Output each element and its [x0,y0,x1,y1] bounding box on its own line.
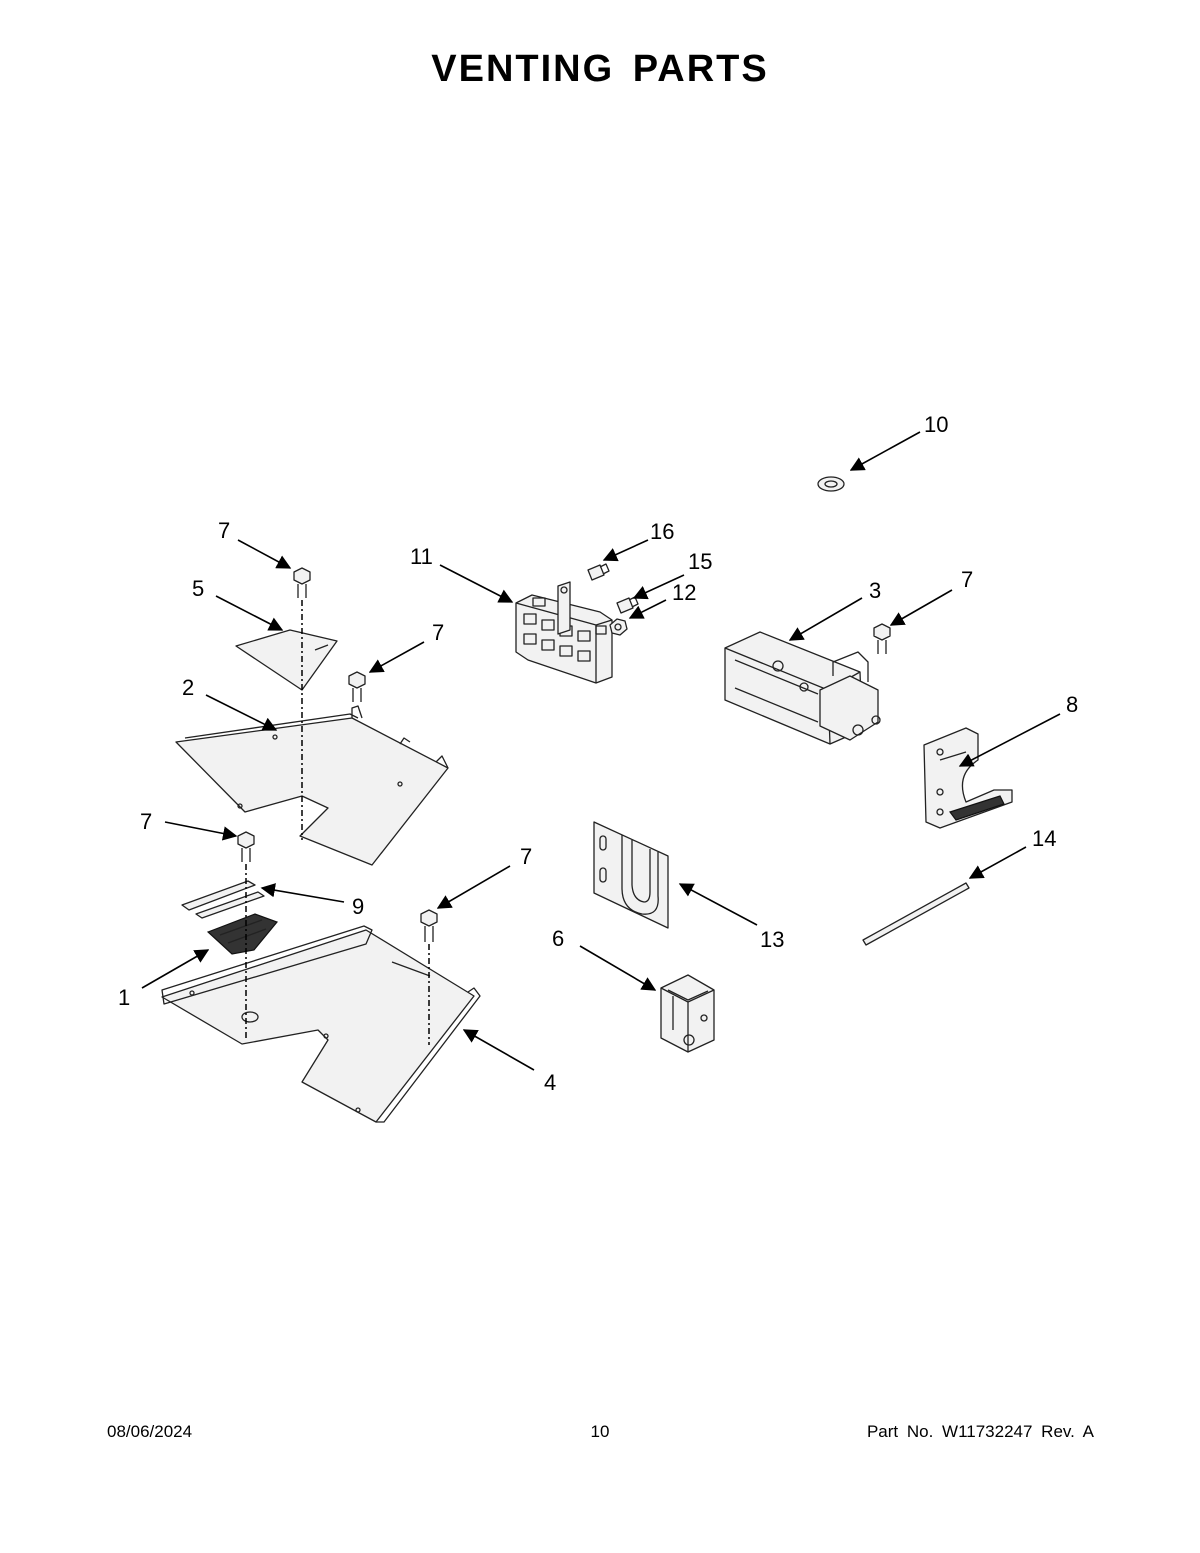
callout-10: 10 [924,412,948,437]
leader-arrows [141,431,1061,1071]
part-13-plate [593,821,669,929]
callout-7-c: 7 [140,809,152,834]
callout-8: 8 [1066,692,1078,717]
part-7-screw-b [348,671,366,702]
callout-3: 3 [869,578,881,603]
callout-7-a: 7 [218,518,230,543]
footer-part-number: Part No. W11732247 Rev. A [866,1422,1094,1441]
callout-2: 2 [182,675,194,700]
part-8-bracket [923,727,1013,829]
part-1-vent-block [206,913,279,955]
part-16-screw [587,563,610,581]
part-14-strip [862,882,970,946]
part-12-nut [609,618,628,636]
part-5-shield [235,629,338,691]
callout-11: 11 [410,544,433,569]
callout-9: 9 [352,894,364,919]
part-9-gasket [181,880,265,919]
part-7-screw-d [420,909,438,942]
callout-4: 4 [544,1070,556,1095]
callout-7-b: 7 [432,620,444,645]
part-7-screw-a [293,567,311,598]
callout-14: 14 [1032,826,1056,851]
callout-1: 1 [118,985,130,1010]
callout-13: 13 [760,927,784,952]
part-10-washer [817,476,845,492]
callout-16: 16 [650,519,674,544]
callout-12: 12 [672,580,696,605]
assembly-axis-lines [245,600,430,1045]
callout-7-e: 7 [961,567,973,592]
part-7-screw-c [237,831,255,862]
part-15-screw [616,596,639,614]
callout-6: 6 [552,926,564,951]
callout-7-d: 7 [520,844,532,869]
part-2-panel [175,705,449,866]
callout-labels: 10 16 15 12 11 3 7 8 14 13 6 7 5 7 2 7 9… [118,412,1078,1095]
footer-page-number: 10 [590,1422,610,1441]
part-7-screw-e [873,623,891,654]
footer-date: 08/06/2024 [107,1422,193,1441]
part-4-bottom-panel [161,925,481,1123]
part-11-terminal-block [515,581,613,684]
part-6-junction-box [660,974,715,1053]
callout-5: 5 [192,576,204,601]
callout-15: 15 [688,549,712,574]
part-3-flue-assembly [724,631,881,745]
page-title: VENTING PARTS [431,48,769,90]
